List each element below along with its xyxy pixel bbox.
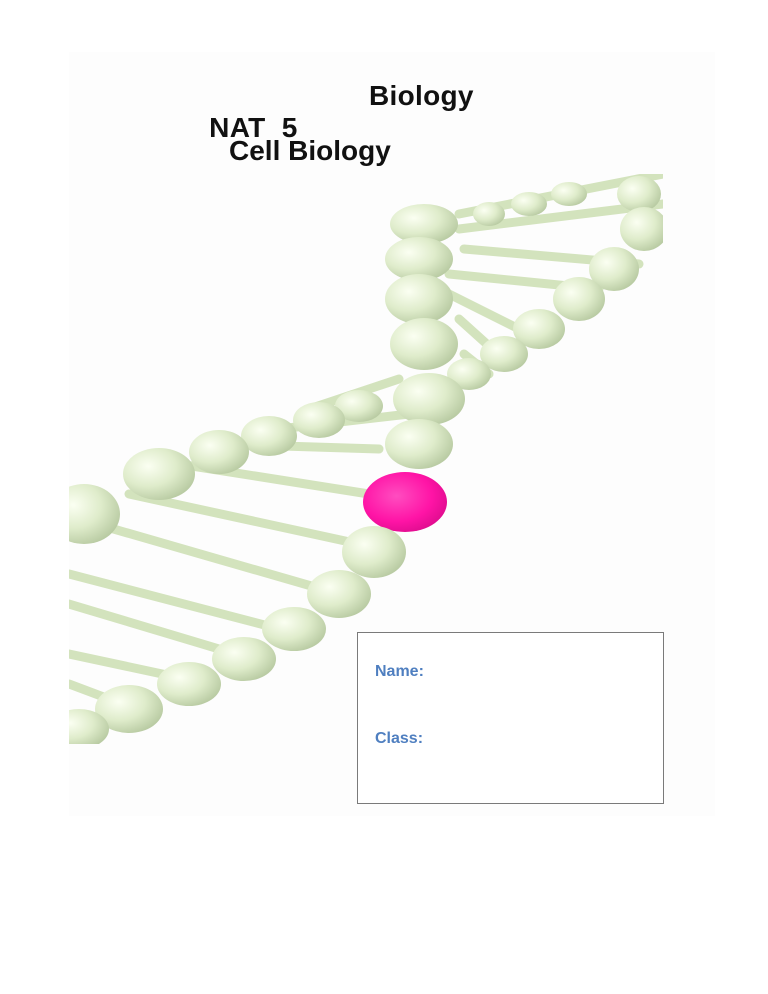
dna-helix-icon [69, 174, 663, 744]
title-level: NAT 5 [209, 112, 298, 143]
page-subtitle: Cell Biology [229, 135, 391, 166]
class-label: Class: [375, 730, 424, 747]
name-label: Name: [375, 663, 424, 680]
page-title: NAT 5 Biology [193, 80, 473, 176]
student-info-box: Name: Class: [357, 632, 664, 804]
title-subject: Biology [369, 80, 474, 111]
